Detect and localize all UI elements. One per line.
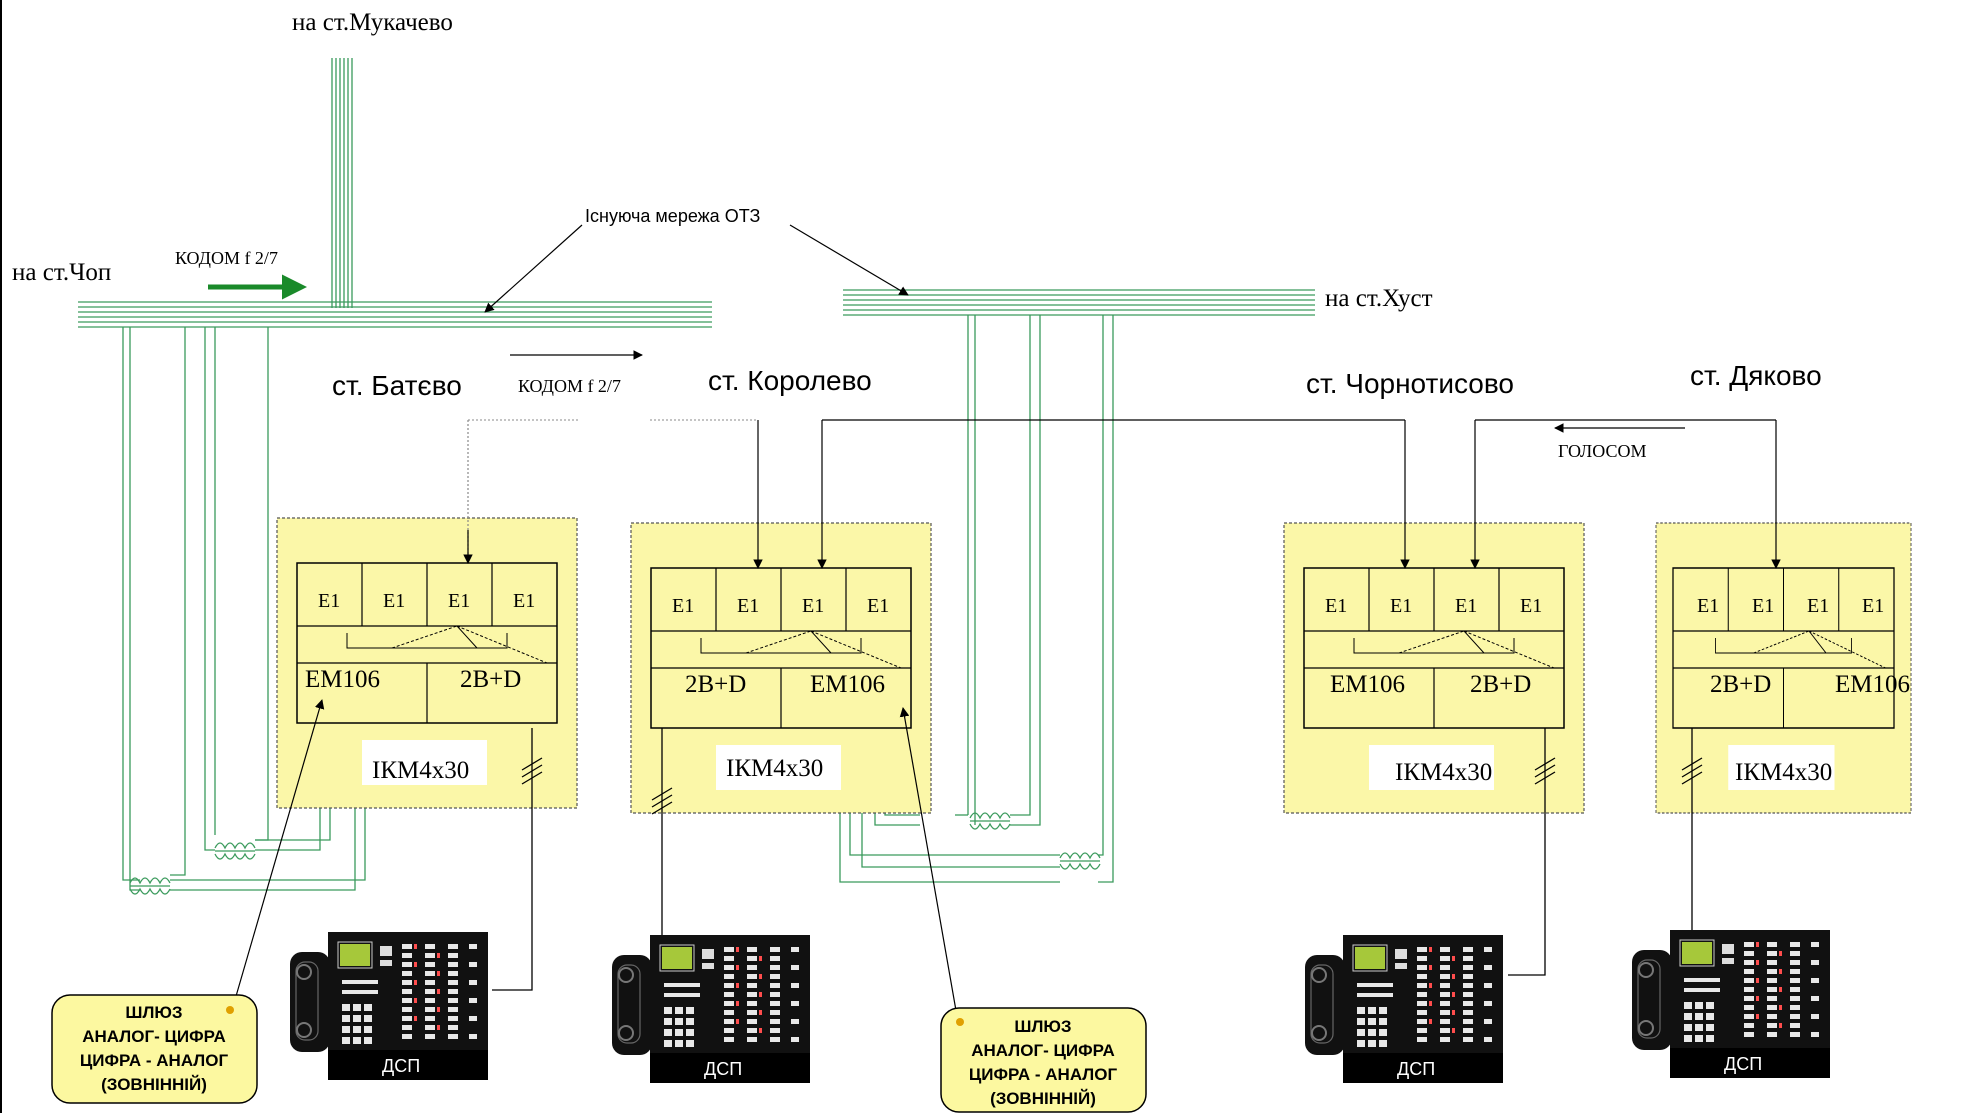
e1-label: E1	[448, 590, 470, 612]
phone-label: ДСП	[1397, 1059, 1435, 1079]
e1-label: E1	[802, 595, 824, 617]
station-name-chornotysovo: ст. Чорнотисово	[1306, 368, 1514, 399]
label-mukachevo: на ст.Мукачево	[292, 9, 453, 36]
cable-khust-trunk	[843, 289, 1315, 316]
phone-korolevo: ДСП	[611, 934, 811, 1084]
e1-group-korolevo: E1 E1 E1 E1	[672, 595, 889, 617]
transformer-korolevo-1	[969, 812, 1011, 830]
e1-group-diakovo: E1 E1 E1 E1	[1697, 595, 1884, 617]
gateway-line: (ЗОВНІННІЙ)	[101, 1075, 207, 1094]
gateway-left: ШЛЮЗ АНАЛОГ- ЦИФРА ЦИФРА - АНАЛОГ (ЗОВНІ…	[51, 994, 258, 1104]
e1-label: E1	[1455, 595, 1477, 617]
e1-label: E1	[1862, 595, 1884, 617]
gateway-line: ЦИФРА - АНАЛОГ	[969, 1065, 1118, 1084]
signal-line-top	[468, 419, 1776, 433]
module-left-diakovo: 2B+D	[1710, 671, 1771, 698]
phone-lines	[492, 728, 1693, 991]
label-golosom: ГОЛОСОМ	[1558, 441, 1647, 461]
phone-diakovo: ДСП	[1631, 929, 1831, 1079]
phone-batevo: ДСП	[289, 931, 489, 1081]
phone-label: ДСП	[704, 1059, 742, 1079]
e1-label: E1	[1752, 595, 1774, 617]
label-kodom-left: КОДОМ f 2/7	[175, 248, 278, 268]
station-name-diakovo: ст. Дяково	[1690, 360, 1822, 391]
ikm-label-korolevo: ІКМ4х30	[726, 755, 823, 782]
network-pointer-right	[789, 224, 909, 296]
gateway-line: ЦИФРА - АНАЛОГ	[80, 1051, 229, 1070]
phone-label: ДСП	[382, 1056, 420, 1076]
signal-drops	[463, 420, 1781, 569]
gateway-line: ШЛЮЗ	[125, 1003, 182, 1022]
gateway-line: ШЛЮЗ	[1014, 1017, 1071, 1036]
e1-label: E1	[318, 590, 340, 612]
e1-label: E1	[867, 595, 889, 617]
transformer-korolevo-2	[1059, 852, 1101, 870]
gateway-line: АНАЛОГ- ЦИФРА	[82, 1027, 225, 1046]
label-khust: на ст.Хуст	[1325, 285, 1433, 312]
station-name-korolevo: ст. Королево	[708, 365, 872, 396]
e1-label: E1	[672, 595, 694, 617]
gateway-line: АНАЛОГ- ЦИФРА	[971, 1041, 1114, 1060]
e1-label: E1	[383, 590, 405, 612]
e1-label: E1	[1325, 595, 1347, 617]
network-pointer-left	[484, 224, 583, 313]
module-right-chornotysovo: 2B+D	[1470, 671, 1531, 698]
gateway-pointer-right	[899, 707, 959, 1023]
gateway-line: (ЗОВНІННІЙ)	[990, 1089, 1096, 1108]
label-chop: на ст.Чоп	[12, 259, 111, 286]
phone-label: ДСП	[1724, 1054, 1762, 1074]
gateway-right: ШЛЮЗ АНАЛОГ- ЦИФРА ЦИФРА - АНАЛОГ (ЗОВНІ…	[940, 1007, 1147, 1113]
module-right-diakovo: EM106	[1835, 671, 1910, 698]
ikm-label-batevo: ІКМ4х30	[372, 757, 469, 784]
e1-label: E1	[1807, 595, 1829, 617]
station-name-batevo: ст. Батєво	[332, 370, 462, 401]
ikm-label-diakovo: ІКМ4х30	[1735, 759, 1832, 786]
transformer-batevo-2	[214, 842, 256, 860]
cable-mukachevo	[331, 58, 353, 308]
phone-chornotysovo: ДСП	[1304, 934, 1504, 1084]
line-hash-marks	[521, 757, 1703, 815]
module-left-batevo: EM106	[305, 666, 380, 693]
label-network: Існуюча мережа ОТЗ	[585, 206, 760, 226]
module-left-chornotysovo: EM106	[1330, 671, 1405, 698]
module-left-korolevo: 2B+D	[685, 671, 746, 698]
gateway-pointer-left	[231, 699, 325, 1011]
module-right-batevo: 2B+D	[460, 666, 521, 693]
ikm-label-chornotysovo: ІКМ4х30	[1395, 759, 1492, 786]
label-kodom-mid: КОДОМ f 2/7	[518, 376, 621, 396]
cable-chop-trunk	[78, 301, 712, 328]
e1-label: E1	[513, 590, 535, 612]
e1-label: E1	[1697, 595, 1719, 617]
e1-label: E1	[1390, 595, 1412, 617]
e1-label: E1	[1520, 595, 1542, 617]
e1-group-batevo: E1 E1 E1 E1	[318, 590, 535, 612]
e1-label: E1	[737, 595, 759, 617]
module-right-korolevo: EM106	[810, 671, 885, 698]
e1-group-chornotysovo: E1 E1 E1 E1	[1325, 595, 1542, 617]
